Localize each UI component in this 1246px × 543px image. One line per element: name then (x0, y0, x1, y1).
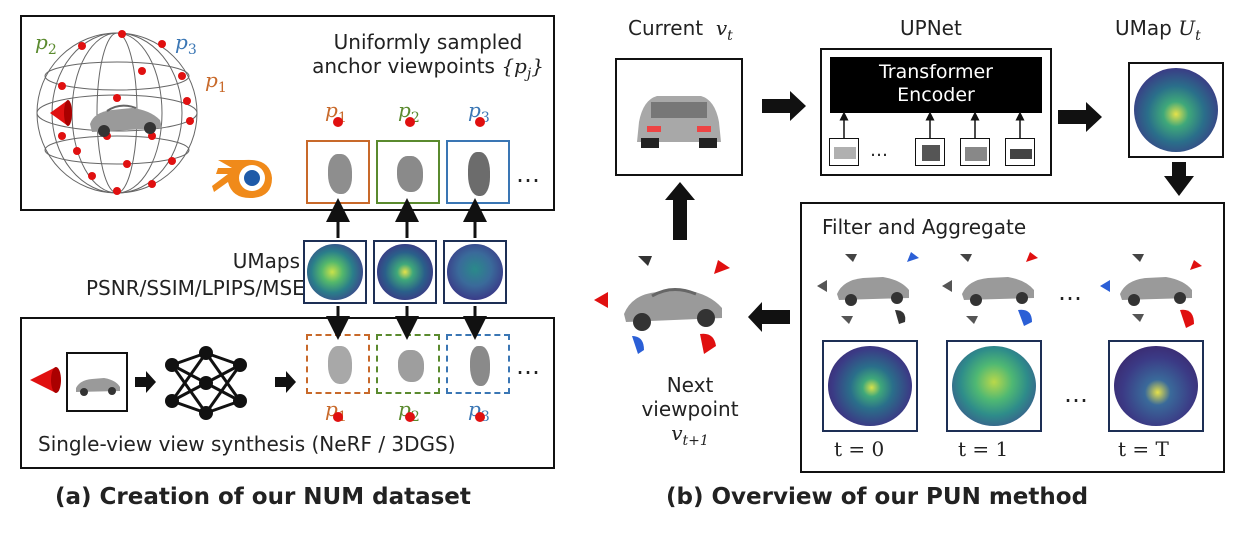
candidate-views-t0 (817, 252, 919, 324)
time-label-0: t = 0 (834, 437, 885, 461)
umap-output (1128, 62, 1224, 158)
sphere-label-p3: p3 (175, 30, 197, 58)
gt-ellipsis: … (516, 160, 540, 188)
upnet-label: UPNet (900, 16, 962, 40)
next-viewpoint-scene (594, 256, 730, 354)
umap-p2 (373, 240, 437, 304)
upnet-arrows (839, 111, 1025, 138)
transformer-encoder: Transformer Encoder (830, 57, 1042, 113)
blender-logo (212, 159, 272, 198)
rendered-view-p1 (306, 334, 370, 394)
anchor-dot-p3 (475, 117, 485, 127)
bottom-dot-p3 (475, 412, 485, 422)
caption-a: (a) Creation of our NUM dataset (55, 484, 471, 510)
patch-token-4 (1005, 138, 1035, 166)
anchor-title: Uniformly sampled anchor viewpoints {pj} (312, 30, 544, 82)
gt-view-p1 (306, 140, 370, 204)
caption-b: (b) Overview of our PUN method (666, 484, 1089, 510)
candidate-ellipsis: … (1058, 278, 1082, 306)
next-viewpoint-label: Next viewpoint vt+1 (641, 373, 739, 449)
umap-label: UMap Ut (1115, 16, 1201, 44)
umap-p1 (303, 240, 367, 304)
neural-network-icon (165, 346, 247, 420)
umap-ellipsis: … (1064, 380, 1088, 408)
camera-marker (30, 367, 61, 393)
time-label-1: t = 1 (958, 437, 1009, 461)
filter-aggregate-label: Filter and Aggregate (822, 215, 1027, 239)
umap-t0 (822, 340, 918, 432)
rendered-view-p2 (376, 334, 440, 394)
anchor-dot-p2 (405, 117, 415, 127)
umap-tT (1108, 340, 1204, 432)
view-synthesis-label: Single-view view synthesis (NeRF / 3DGS) (38, 432, 456, 456)
token-ellipsis: … (870, 140, 888, 161)
candidate-views-t1 (942, 252, 1038, 326)
anchor-label-p1: p1 (325, 98, 347, 126)
umap-p3 (443, 240, 507, 304)
patch-token-3 (960, 138, 990, 166)
input-view (66, 352, 128, 412)
sphere-label-p2: p2 (35, 30, 57, 58)
candidate-views-tT (1100, 254, 1202, 328)
time-label-T: t = T (1118, 437, 1169, 461)
panel-a-arrows (135, 198, 487, 393)
current-label: Current vt (628, 16, 733, 44)
rendered-ellipsis: … (516, 352, 540, 380)
patch-token-1 (829, 138, 859, 166)
umap-t1 (946, 340, 1042, 432)
car-front-image (637, 96, 721, 148)
anchor-label-p3: p3 (468, 98, 490, 126)
gt-view-p3 (446, 140, 510, 204)
umaps-label: UMaps (232, 249, 300, 273)
bottom-dot-p2 (405, 412, 415, 422)
bottom-dot-p1 (333, 412, 343, 422)
anchor-dot-p1 (333, 117, 343, 127)
anchor-label-p2: p2 (398, 98, 420, 126)
metrics-label: PSNR/SSIM/LPIPS/MSE (86, 276, 305, 300)
current-view-box (615, 58, 743, 176)
panel-b-arrows (665, 91, 1194, 332)
sphere-label-p1: p1 (205, 68, 227, 96)
patch-token-2 (915, 138, 945, 166)
viewpoint-sphere (36, 30, 198, 195)
